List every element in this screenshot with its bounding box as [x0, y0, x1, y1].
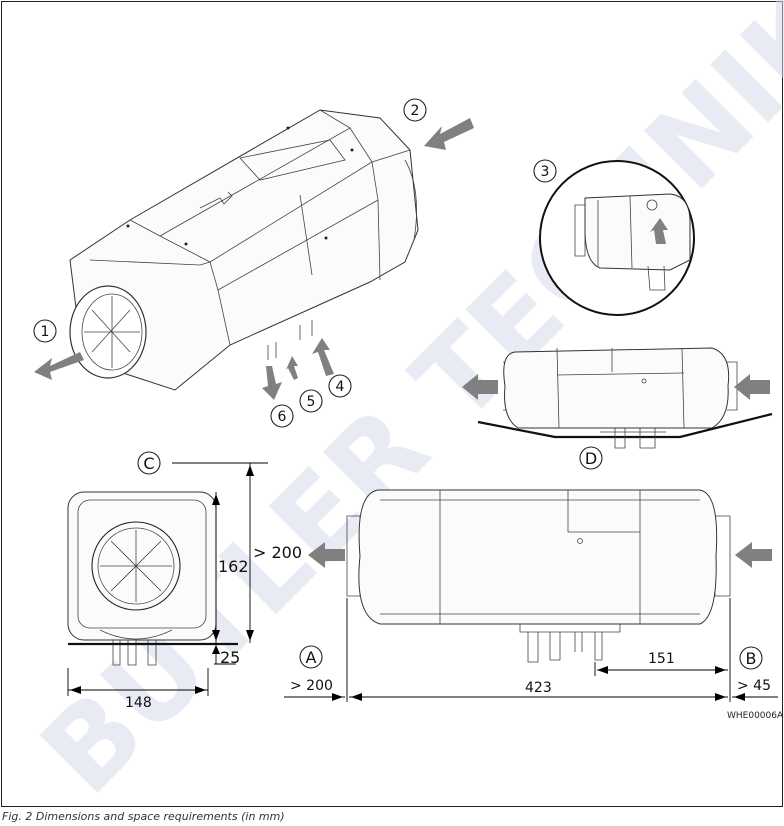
- view-label-C: C: [137, 451, 161, 475]
- heater-isometric: [69, 109, 419, 391]
- dim-height: 162: [218, 557, 249, 576]
- view-label-D: D: [579, 446, 603, 470]
- detail-view-3: [539, 160, 695, 316]
- figure-caption: Fig. 2 Dimensions and space requirements…: [2, 810, 285, 823]
- svg-text:D: D: [585, 449, 597, 468]
- svg-text:1: 1: [41, 324, 50, 340]
- svg-text:5: 5: [307, 394, 316, 410]
- callout-1: 1: [33, 319, 57, 343]
- dim-foot: 25: [220, 648, 240, 667]
- dim-offset: 151: [648, 651, 675, 667]
- svg-text:2: 2: [411, 103, 420, 119]
- fuel-arrow-icon: [286, 356, 298, 380]
- svg-text:4: 4: [336, 379, 345, 395]
- callout-5: 5: [299, 389, 323, 413]
- top-out-arrow-icon: [735, 542, 772, 568]
- exhaust-arrow-icon: [262, 366, 282, 400]
- detail-arrow-icon: [650, 218, 668, 244]
- dim-length: 423: [525, 680, 552, 696]
- sideD-in-arrow-icon: [462, 374, 498, 400]
- dim-clearance-left: > 200: [290, 678, 333, 694]
- sideD-out-arrow-icon: [734, 374, 770, 400]
- dimension-lines-front: [67, 462, 268, 696]
- svg-text:3: 3: [541, 164, 550, 180]
- air-in-arrow-icon: [312, 338, 334, 376]
- dim-width: 148: [125, 695, 152, 711]
- flow-arrows-iso: [34, 118, 474, 400]
- svg-text:B: B: [746, 649, 757, 668]
- svg-text:A: A: [306, 648, 317, 667]
- dimension-lines-top: [284, 598, 778, 702]
- callout-4: 4: [328, 374, 352, 398]
- svg-text:6: 6: [278, 409, 287, 425]
- front-view-C: [67, 491, 238, 666]
- figure-code: WHE00006A: [727, 711, 784, 721]
- top-view: [308, 489, 772, 663]
- callout-2: 2: [403, 98, 427, 122]
- top-in-arrow-icon: [308, 542, 345, 568]
- inlet-arrow-icon: [424, 118, 474, 150]
- view-label-B: B: [739, 646, 763, 670]
- view-label-A: A: [299, 645, 323, 669]
- callout-3: 3: [533, 159, 557, 183]
- figure-frame: [1, 1, 783, 807]
- svg-text:C: C: [143, 454, 154, 473]
- dim-clearance-right: > 45: [737, 678, 771, 694]
- callout-6: 6: [270, 404, 294, 428]
- dim-clearance-top: > 200: [253, 543, 302, 562]
- side-view-D: [462, 347, 773, 449]
- outlet-arrow-icon: [34, 352, 84, 380]
